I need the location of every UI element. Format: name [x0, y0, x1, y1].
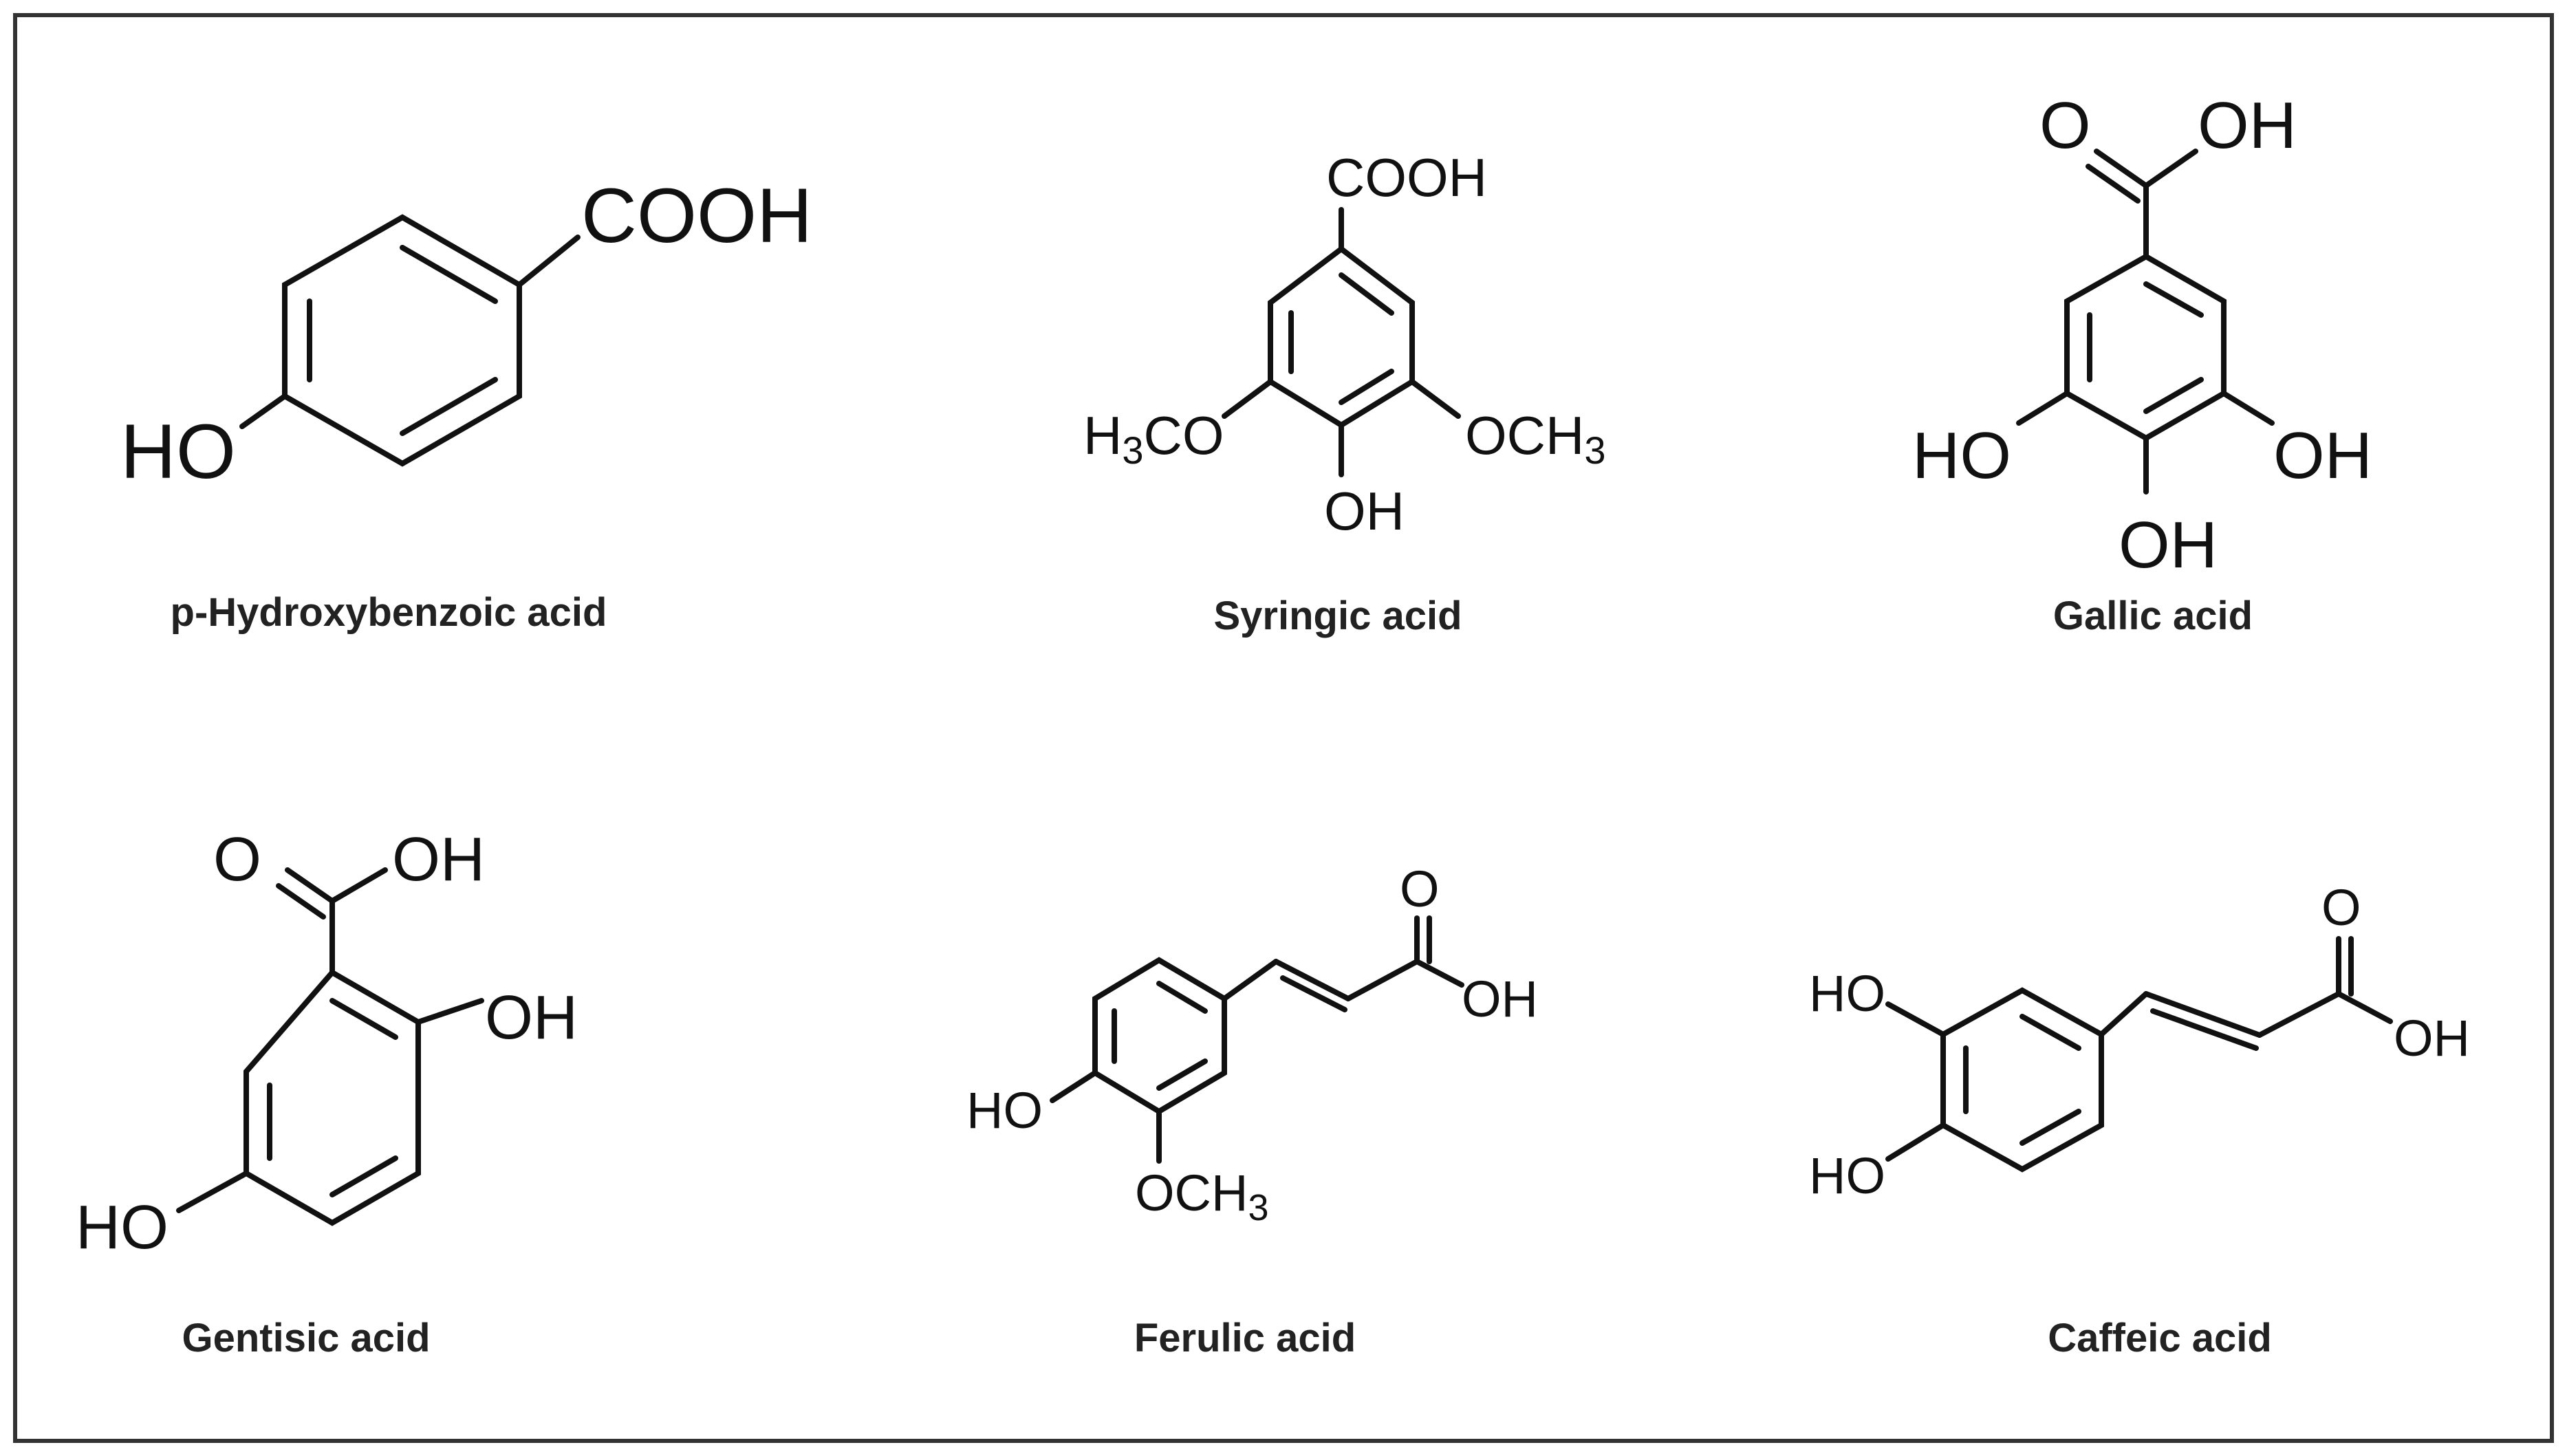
molecule-p-hydroxybenzoic-acid: COOH HO p-Hydroxybenzoic acid	[120, 173, 812, 635]
ho-top-label: HO	[1809, 965, 1885, 1022]
o-label: O	[2321, 879, 2361, 936]
och3-label: OCH3	[1135, 1164, 1269, 1228]
molecule-name-caffeic-acid: Caffeic acid	[2048, 1316, 2272, 1360]
o-label: O	[213, 825, 261, 894]
ho-bottom-label: HO	[1809, 1147, 1885, 1204]
cooh-label: COOH	[1326, 147, 1487, 208]
oh-bottom-label: OH	[2119, 508, 2218, 582]
oh-ring-label: OH	[485, 984, 578, 1052]
och3-label: OCH3	[1465, 405, 1606, 472]
cooh-bond	[517, 235, 581, 287]
molecule-name-ferulic-acid: Ferulic acid	[1134, 1316, 1356, 1360]
molecule-name-p-hydroxybenzoic-acid: p-Hydroxybenzoic acid	[171, 590, 607, 635]
molecule-gentisic-acid: O OH OH HO Gentisic acid	[76, 825, 578, 1360]
oh-acid-label: OH	[392, 825, 485, 894]
o-label: O	[2039, 89, 2091, 162]
oh-acid-label: OH	[2198, 89, 2297, 162]
oh-acid-label: OH	[1462, 970, 1538, 1028]
oh-label: OH	[1324, 481, 1405, 541]
molecule-name-gentisic-acid: Gentisic acid	[182, 1316, 430, 1360]
molecule-caffeic-acid: O OH HO HO Caffeic acid	[1809, 879, 2470, 1360]
h3co-label: H3CO	[1083, 405, 1224, 472]
cooh-label: COOH	[581, 173, 812, 259]
figure-border	[13, 13, 2554, 1443]
ho-left-label: HO	[1912, 419, 2011, 492]
molecule-gallic-acid: O OH HO OH OH Gallic acid	[1912, 89, 2372, 638]
o-label: O	[1400, 860, 1440, 917]
ho-label: HO	[120, 409, 236, 495]
molecule-name-gallic-acid: Gallic acid	[2053, 594, 2253, 638]
molecule-syringic-acid: COOH H3CO OCH3 OH Syringic acid	[1083, 147, 1606, 638]
oh-acid-label: OH	[2394, 1010, 2470, 1067]
molecule-name-syringic-acid: Syringic acid	[1213, 594, 1462, 638]
oh-bond	[239, 393, 288, 429]
oh-right-label: OH	[2273, 419, 2372, 492]
ho-label: HO	[966, 1082, 1043, 1139]
ho-label: HO	[76, 1193, 169, 1262]
molecule-ferulic-acid: O OH HO OCH3 Ferulic acid	[966, 860, 1538, 1360]
